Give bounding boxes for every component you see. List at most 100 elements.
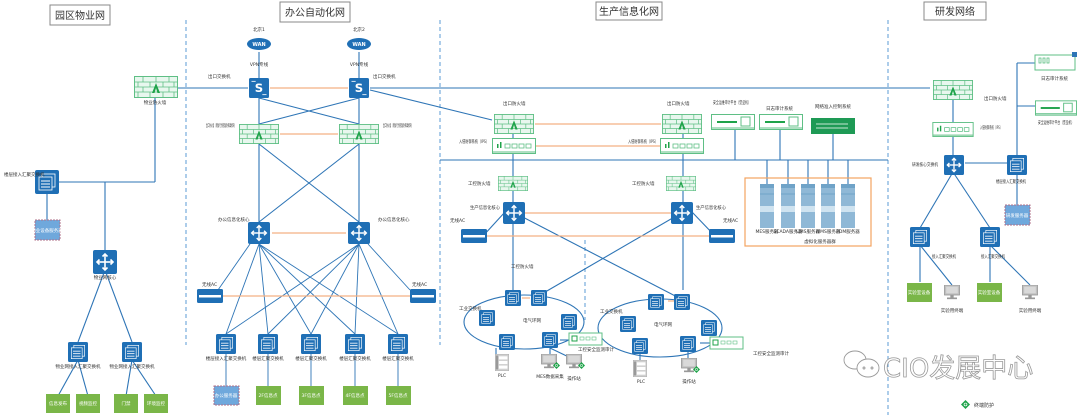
rnd-access-switch[interactable]: 楼层接入汇聚交换机 (996, 155, 1028, 185)
terminal-info-display[interactable]: 信息发布 (46, 394, 70, 413)
label: 楼层汇聚交换机 (252, 355, 284, 362)
production-platform-nac[interactable]: 网络准入控制系统 (811, 103, 855, 134)
production-ips-1[interactable]: 入侵防御系统（IPS） (459, 138, 536, 154)
office-info-point-2f[interactable]: 2F信息点 (256, 386, 281, 405)
zone-title-office: 办公自动化网 (279, 1, 351, 23)
office-info-point-4f[interactable]: 4F信息点 (343, 386, 368, 405)
server-scada[interactable]: SCADA服务器 (773, 184, 803, 235)
industrial-switch[interactable] (478, 310, 496, 326)
server-pdm[interactable]: PDM服务器 (836, 184, 860, 235)
industrial-switch[interactable] (541, 332, 559, 348)
rnd-lab-device-2[interactable]: 实验室设备 (977, 283, 1002, 302)
ic-security-monitor-2[interactable]: 工控安全监测审计 (709, 336, 789, 357)
office-core-2[interactable]: 办公信息化核心 (347, 216, 410, 244)
office-server[interactable]: 办公服务器 (213, 385, 240, 406)
label: 楼层接入汇聚交换机 (206, 355, 247, 362)
industrial-switch[interactable] (498, 334, 516, 350)
rnd-server[interactable]: 研发服务器 (1004, 204, 1031, 226)
office-wan-2[interactable]: 北京2 WAN VPN专线 (347, 26, 371, 68)
property-access-switch[interactable]: 楼层接入汇聚交换机 (4, 170, 59, 194)
rnd-core-switch[interactable]: 研发核心交换机 (912, 155, 965, 175)
rnd-log-audit[interactable]: 日志审计系统 (1034, 52, 1077, 82)
rnd-lab-pc-2[interactable]: 实验用终端 (1019, 285, 1042, 314)
office-switch-4[interactable]: 楼层汇聚交换机 (339, 334, 371, 362)
industrial-switch[interactable] (631, 338, 649, 354)
industrial-switch[interactable] (673, 294, 691, 310)
workstation-mes[interactable]: MES数据采集 (536, 354, 564, 380)
industrial-switch[interactable] (619, 316, 637, 332)
rnd-ips[interactable]: 入侵防御系统（IPS） (932, 122, 1002, 137)
industrial-switch[interactable] (560, 314, 578, 330)
label: 工控安全监测审计 (753, 350, 789, 357)
office-switch-1[interactable]: 楼层接入汇聚交换机 (206, 334, 247, 362)
production-core-1[interactable]: 生产信息化核心 (470, 202, 526, 224)
office-info-point-5f[interactable]: 5F信息点 (386, 386, 411, 405)
property-core-router[interactable]: 物业网核心 (93, 250, 117, 281)
office-wan-1[interactable]: 北京1 WAN VPN专线 (247, 26, 271, 68)
rnd-switch-1[interactable]: 接入汇聚交换机 (909, 227, 956, 260)
production-wireless-ac-1[interactable]: 无线AC (450, 217, 487, 243)
legend: 终端防护 (961, 400, 994, 409)
rnd-lab-pc-1[interactable]: 实验用终端 (941, 285, 964, 314)
property-firewall[interactable]: 物业防火墙 (134, 76, 178, 106)
rnd-lab-device-1[interactable]: 实验室设备 (907, 283, 932, 302)
terminal-video-surveillance[interactable]: 视频监控 (76, 394, 100, 413)
plc-2[interactable]: PLC (633, 360, 647, 385)
rnd-firewall[interactable]: 出口防火墙 (932, 80, 1007, 102)
production-firewall-1[interactable]: 出口防火墙 (493, 100, 535, 134)
production-ips-2[interactable]: 入侵防御系统（IPS） (628, 138, 704, 154)
server-mes[interactable]: MES服务器 (755, 184, 779, 235)
production-wireless-ac-2[interactable]: 无线AC (709, 217, 738, 243)
terminal-access-control[interactable]: 门禁 (114, 394, 138, 413)
label: SCADA服务器 (773, 228, 803, 235)
label: 办公信息化核心 (218, 216, 250, 223)
server-lims[interactable]: LIMS服务器 (796, 184, 821, 235)
rnd-switch-2[interactable]: 接入汇聚交换机 (979, 227, 1005, 260)
property-server[interactable]: 物业设备服务器 (31, 219, 63, 241)
production-ic-firewall-2[interactable]: 工控防火墙 (632, 176, 697, 191)
industrial-switch[interactable] (530, 290, 548, 306)
industrial-switch[interactable] (679, 336, 697, 352)
label: PLC (637, 379, 645, 385)
rack-caption: 虚拟化服务器群 (804, 238, 836, 245)
industrial-switch[interactable] (504, 290, 522, 306)
ic-security-monitor-1[interactable]: 工控安全监测审计 (568, 332, 614, 353)
office-firewall-1[interactable]: 出口防火墙（增加行为管理/防病毒模块） (206, 122, 280, 144)
label: VPN专线 (250, 61, 269, 68)
office-core-1[interactable]: 办公信息化核心 (218, 216, 271, 244)
plc-1[interactable]: PLC (495, 354, 509, 379)
legend-label: 终端防护 (974, 402, 994, 409)
zone-dividers (185, 20, 889, 415)
office-wireless-ac-1[interactable]: 无线AC (197, 281, 223, 303)
office-switch-2[interactable]: 楼层汇聚交换机 (252, 334, 284, 362)
label: 办公信息化核心 (378, 216, 410, 223)
ring-label: 电气环网 (523, 317, 541, 324)
terminal-env-monitor[interactable]: 环境监控 (144, 394, 168, 413)
industrial-switch[interactable] (700, 320, 718, 336)
label: 楼层接入汇聚交换机 (996, 178, 1026, 185)
production-ic-firewall-1[interactable]: 工控防火墙 (468, 176, 529, 191)
server-wms[interactable]: WMS服务器 (816, 184, 841, 235)
production-platform-bastion[interactable]: 安全运维审计平台（堡垒机） (711, 99, 755, 130)
label: 实验用终端 (941, 307, 964, 314)
label: 生产信息化核心 (470, 204, 500, 211)
workstation-operator-1[interactable]: 操作站 (566, 354, 586, 382)
rnd-bastion[interactable]: 安全运维审计平台（堡垒机） (1035, 100, 1077, 126)
label: 5F信息点 (389, 392, 408, 399)
office-switch-3[interactable]: 楼层汇聚交换机 (295, 334, 327, 362)
office-firewall-2[interactable]: 出口防火墙（增加行为管理/防病毒模块） (338, 122, 413, 144)
property-switch-2[interactable]: 物业网接入汇聚交换机 (110, 342, 155, 370)
property-switch-1[interactable]: 物业网接入汇聚交换机 (56, 342, 101, 370)
office-info-point-3f[interactable]: 3F信息点 (299, 386, 324, 405)
workstation-operator-2[interactable]: 操作站 (681, 358, 701, 385)
office-exit-switch-2[interactable]: 出口交换机 (348, 73, 396, 98)
office-switch-5[interactable]: 楼层汇聚交换机 (382, 334, 414, 362)
office-wireless-ac-2[interactable]: 无线AC (410, 281, 436, 303)
production-core-2[interactable]: 生产信息化核心 (670, 202, 726, 224)
links-office-fanout (217, 243, 411, 386)
label: 入侵防御系统（IPS） (628, 138, 658, 145)
office-exit-switch-1[interactable]: 出口交换机 (208, 73, 270, 98)
production-firewall-2[interactable]: 出口防火墙 (661, 100, 703, 134)
production-platform-log-audit[interactable]: 日志审计系统 (759, 105, 803, 130)
industrial-switch[interactable] (647, 294, 665, 310)
